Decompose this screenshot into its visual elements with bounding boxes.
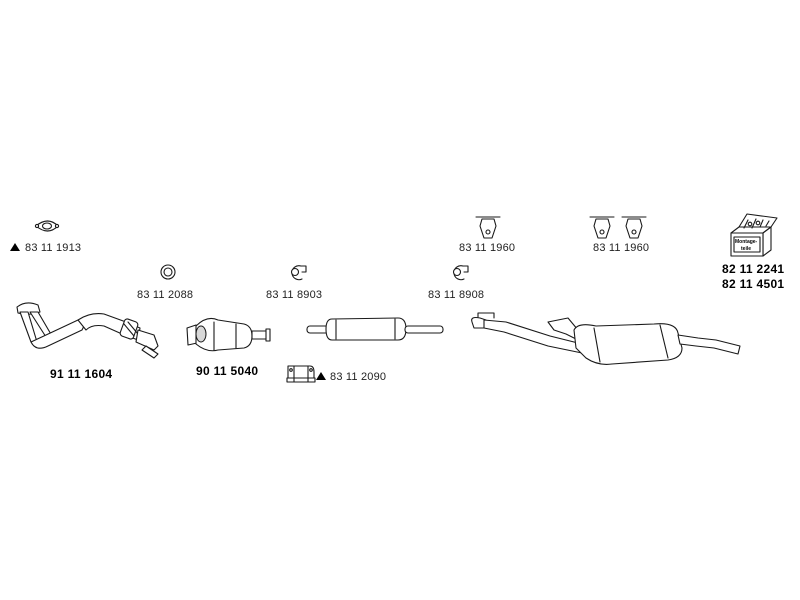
clamp-icon (290, 265, 307, 281)
part-code-flange-gasket: 83 11 1913 (25, 242, 81, 254)
warning-icon (10, 243, 20, 251)
rubber-mount-icon (475, 216, 501, 239)
part-code-front-pipe: 91 11 1604 (50, 367, 112, 381)
part-code-rubber-mount-b: 83 11 1960 (593, 242, 649, 254)
part-code-catalytic-converter: 90 11 5040 (196, 364, 258, 378)
clamp-icon (452, 265, 469, 281)
mounting-kit-box-label-line2: teile (741, 246, 751, 252)
part-code-pipe-clamp: 83 11 2090 (330, 371, 386, 383)
part-code-mounting-kit-1: 82 11 2241 (722, 262, 784, 276)
mounting-kit-box-icon: Montage- teile (730, 213, 778, 257)
front-pipe-icon (16, 302, 159, 359)
pipe-clamp-icon (286, 365, 316, 383)
catalytic-converter-icon (186, 317, 271, 352)
rubber-mount-icon (589, 216, 647, 239)
middle-silencer-icon (306, 317, 444, 341)
flange-gasket-icon (34, 220, 60, 232)
part-code-clamp-b: 83 11 8908 (428, 289, 484, 301)
part-code-mounting-kit-2: 82 11 4501 (722, 277, 784, 291)
rear-silencer-icon (471, 312, 741, 365)
mounting-kit-box-label-line1: Montage- (735, 239, 758, 245)
sealing-ring-icon (160, 264, 176, 280)
part-code-rubber-mount-a: 83 11 1960 (459, 242, 515, 254)
warning-icon (316, 372, 326, 380)
part-code-clamp-a: 83 11 8903 (266, 289, 322, 301)
part-code-sealing-ring: 83 11 2088 (137, 289, 193, 301)
